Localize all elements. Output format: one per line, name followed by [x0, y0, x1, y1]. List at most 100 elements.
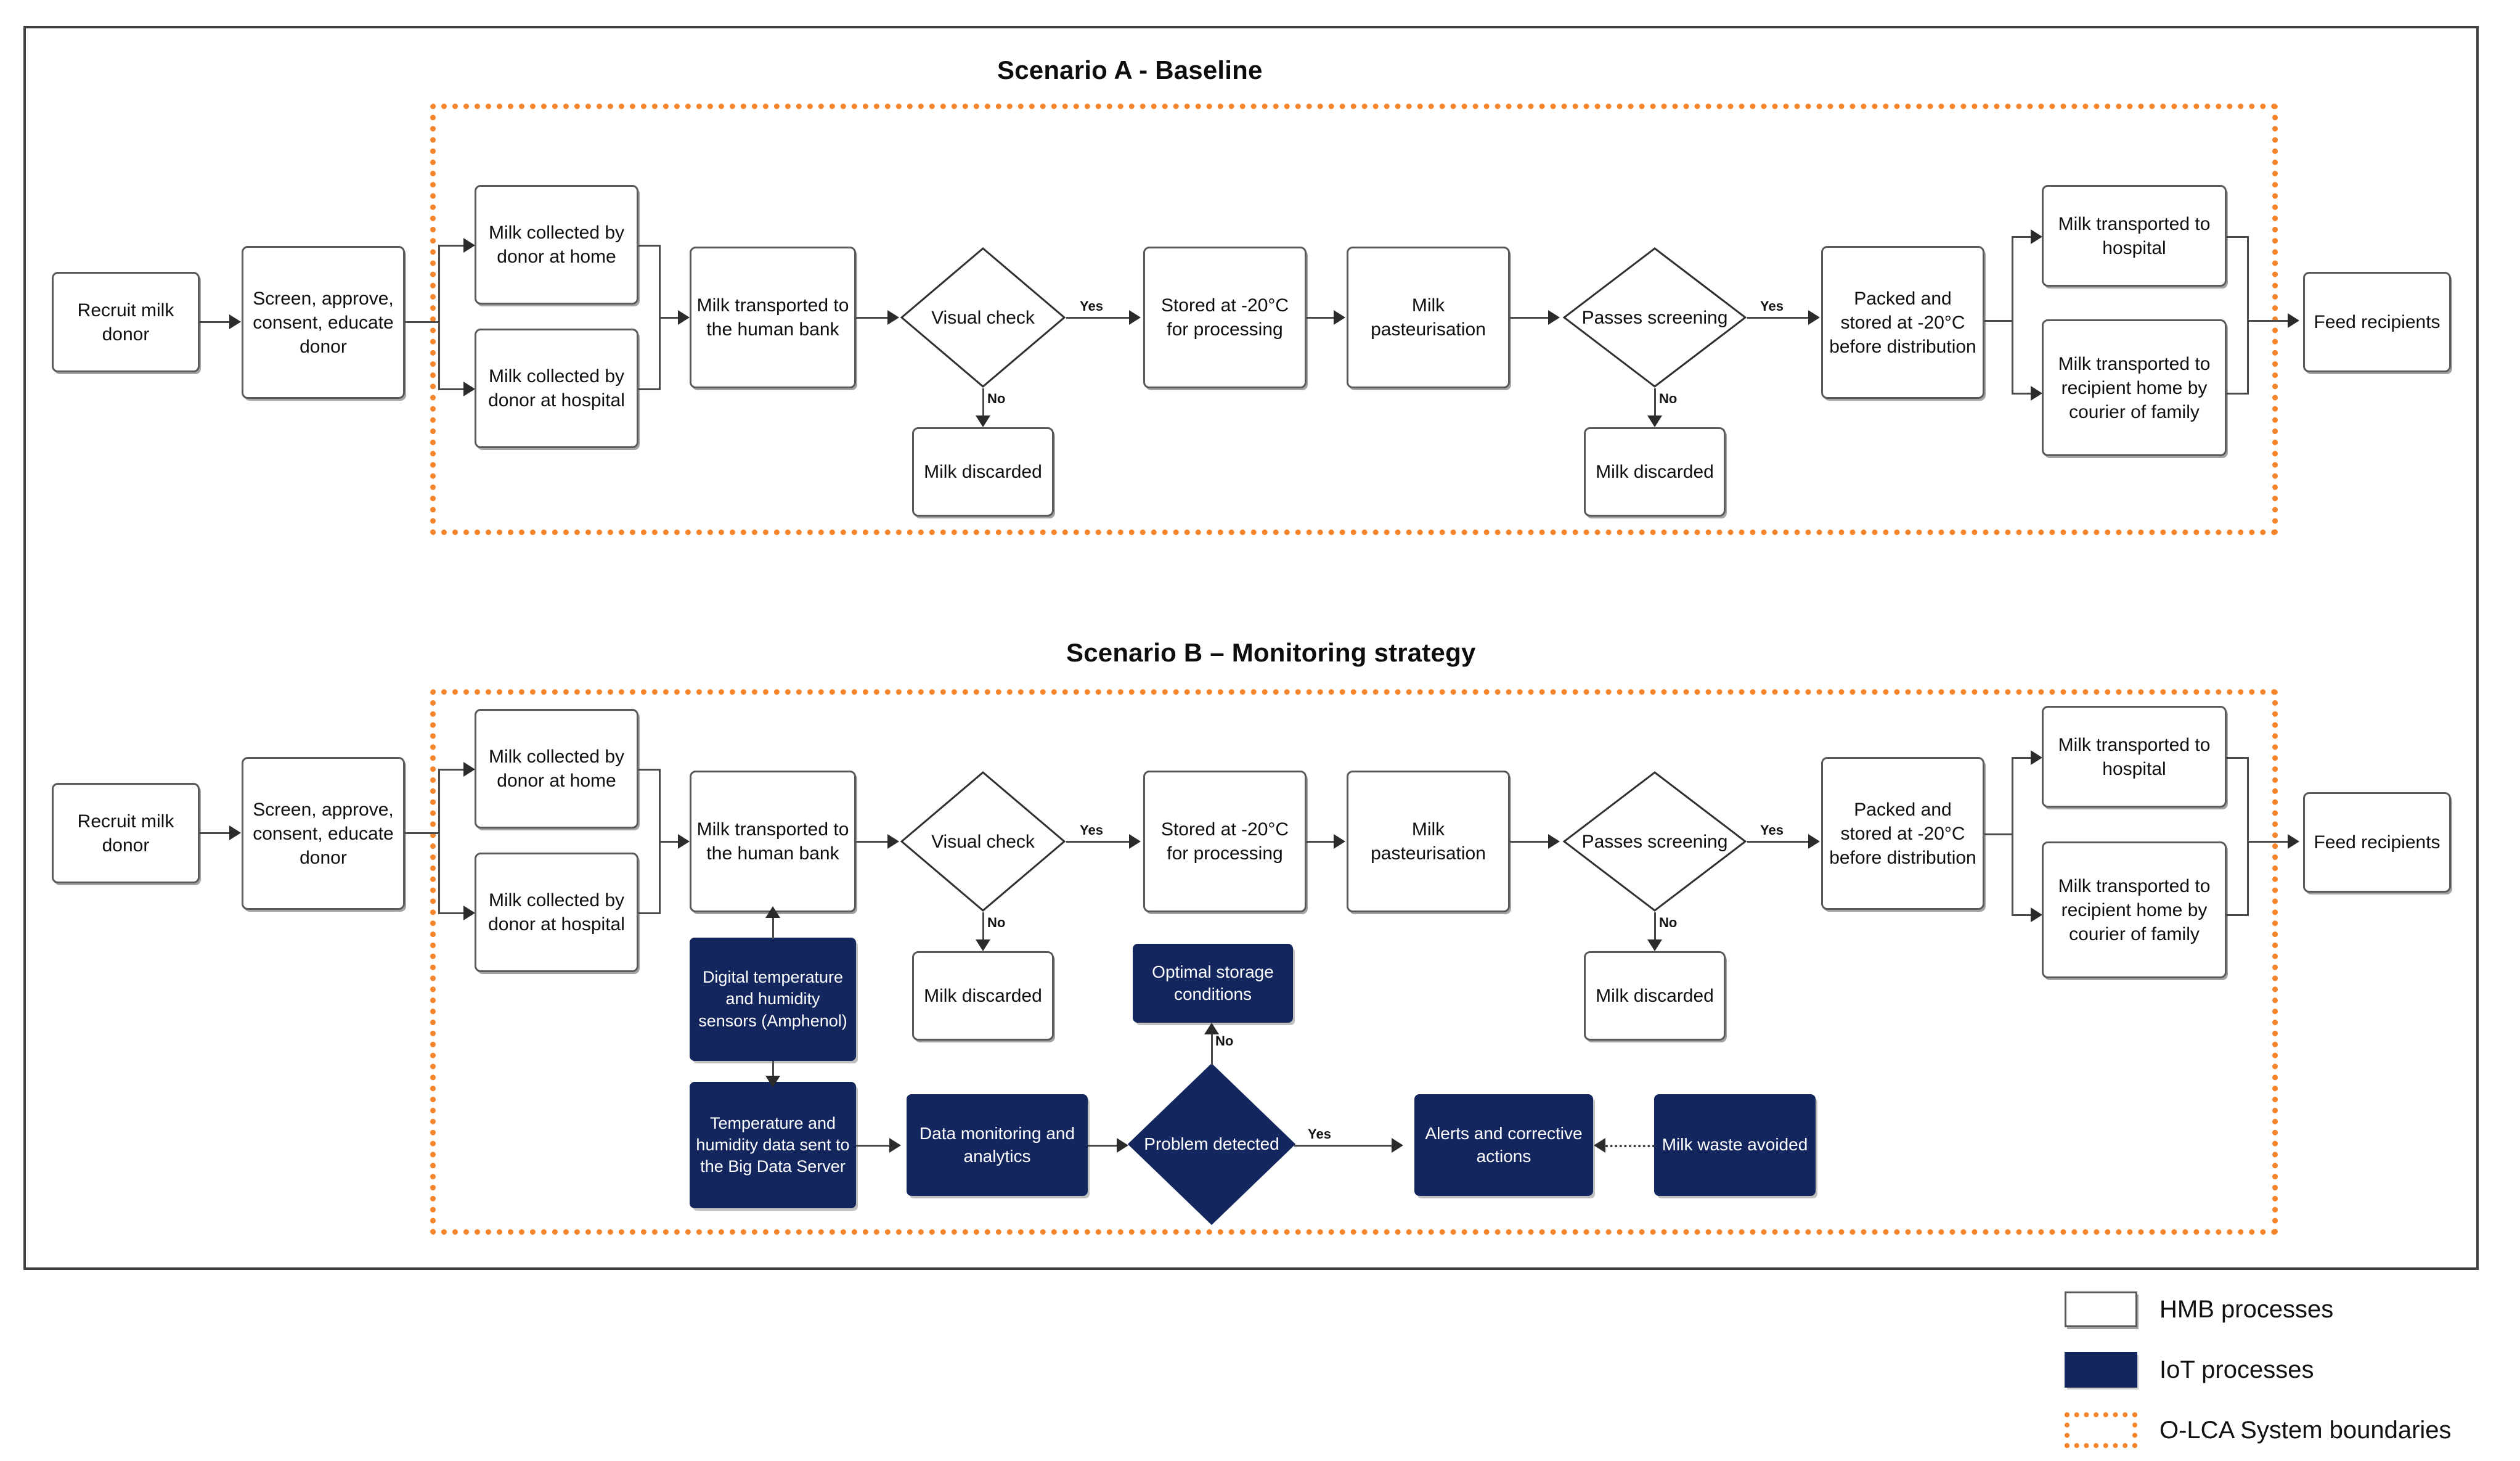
- node-optimal-storage-conditions-b[interactable]: Optimal storage conditions: [1133, 944, 1293, 1023]
- arrowhead: [2031, 229, 2042, 244]
- node-digital-sensors-amphenol-b[interactable]: Digital temperature and humidity sensors…: [690, 938, 856, 1061]
- decision-passes-screening-a[interactable]: Passes screening: [1562, 247, 1747, 388]
- node-alerts-corrective-actions-b[interactable]: Alerts and corrective actions: [1414, 1094, 1593, 1196]
- legend-item-olca: O-LCA System boundaries: [2065, 1412, 2452, 1448]
- node-recruit-milk-donor-b[interactable]: Recruit milk donor: [52, 783, 200, 883]
- arrowhead: [1334, 310, 1345, 325]
- edge-to-collect-hospital-b: [438, 912, 465, 914]
- edge-packed-out-b: [1984, 833, 2013, 835]
- decision-problem-detected-b[interactable]: Problem detected: [1127, 1063, 1296, 1226]
- node-transported-recipient-a[interactable]: Milk transported to recipient home by co…: [2042, 319, 2227, 456]
- edge-screening-no-a: [1654, 388, 1656, 422]
- edge-collect-hosp-out-b: [638, 912, 661, 914]
- node-packed-stored-b[interactable]: Packed and stored at -20°C before distri…: [1821, 757, 1984, 910]
- node-transported-hospital-b[interactable]: Milk transported to hospital: [2042, 706, 2227, 808]
- arrowhead: [678, 834, 690, 849]
- node-stored-minus20-a[interactable]: Stored at -20°C for processing: [1143, 247, 1307, 388]
- edge-bank-to-visual-b: [856, 841, 893, 843]
- node-label: Milk collected by donor at home: [488, 747, 625, 791]
- edge-monitoring-to-problem-b: [1088, 1145, 1122, 1147]
- scenario-a-title: Scenario A - Baseline: [997, 55, 1263, 84]
- node-milk-discarded-visual-b[interactable]: Milk discarded: [912, 951, 1054, 1041]
- node-milk-pasteurisation-a[interactable]: Milk pasteurisation: [1347, 247, 1510, 388]
- node-label: Milk transported to the human bank: [696, 295, 849, 340]
- node-milk-transported-bank-a[interactable]: Milk transported to the human bank: [690, 247, 856, 388]
- node-stored-minus20-b[interactable]: Stored at -20°C for processing: [1143, 771, 1307, 912]
- node-milk-pasteurisation-b[interactable]: Milk pasteurisation: [1347, 771, 1510, 912]
- node-feed-recipients-a[interactable]: Feed recipients: [2303, 272, 2451, 372]
- diagram-outer-frame: [23, 26, 2479, 1270]
- node-big-data-server-b[interactable]: Temperature and humidity data sent to th…: [690, 1082, 856, 1208]
- arrowhead: [1548, 834, 1560, 849]
- arrowhead: [463, 762, 475, 777]
- edge-stored-to-past-b: [1307, 841, 1335, 843]
- node-label: Passes screening: [1581, 831, 1728, 852]
- node-milk-transported-bank-b[interactable]: Milk transported to the human bank: [690, 771, 856, 912]
- node-milk-discarded-screening-b[interactable]: Milk discarded: [1584, 951, 1726, 1041]
- diamond-shape: [1562, 247, 1747, 388]
- node-label: Temperature and humidity data sent to th…: [696, 1113, 850, 1176]
- decision-visual-check-a[interactable]: Visual check: [900, 247, 1066, 388]
- legend-item-hmb: HMB processes: [2065, 1291, 2333, 1327]
- arrowhead: [229, 314, 241, 329]
- node-label: Milk pasteurisation: [1371, 819, 1486, 864]
- node-milk-collected-hospital-b[interactable]: Milk collected by donor at hospital: [475, 853, 638, 972]
- node-screen-approve-a[interactable]: Screen, approve, consent, educate donor: [242, 246, 405, 399]
- arrowhead: [765, 906, 780, 918]
- arrowhead: [1548, 310, 1560, 325]
- node-label: Milk transported to hospital: [2058, 734, 2211, 779]
- node-label: Milk transported to hospital: [2058, 213, 2211, 258]
- edge-merge-feed-a: [2247, 236, 2249, 394]
- arrowhead: [1117, 1138, 1128, 1153]
- node-milk-collected-home-b[interactable]: Milk collected by donor at home: [475, 709, 638, 829]
- node-label: Milk collected by donor at hospital: [488, 890, 625, 935]
- diamond-shape: [900, 247, 1066, 388]
- edge-packed-out-a: [1984, 320, 2013, 322]
- node-milk-collected-hospital-a[interactable]: Milk collected by donor at hospital: [475, 329, 638, 448]
- node-milk-waste-avoided-b[interactable]: Milk waste avoided: [1654, 1094, 1816, 1196]
- edge-hospital-out-b: [2227, 757, 2249, 759]
- edge-past-to-screening-b: [1510, 841, 1549, 843]
- node-label: Milk collected by donor at hospital: [488, 366, 625, 411]
- node-transported-hospital-a[interactable]: Milk transported to hospital: [2042, 185, 2227, 287]
- edge-split-vertical-a: [438, 245, 440, 390]
- node-label: Milk transported to recipient home by co…: [2058, 875, 2211, 944]
- node-feed-recipients-b[interactable]: Feed recipients: [2303, 792, 2451, 893]
- edge-label-screening-yes-a: Yes: [1758, 298, 1786, 314]
- edge-recruit-to-screen-b: [200, 832, 229, 834]
- arrowhead: [463, 382, 475, 396]
- node-milk-discarded-visual-a[interactable]: Milk discarded: [912, 427, 1054, 517]
- arrowhead: [463, 238, 475, 253]
- legend-swatch-hmb-icon: [2065, 1291, 2137, 1327]
- node-transported-recipient-b[interactable]: Milk transported to recipient home by co…: [2042, 841, 2227, 978]
- node-screen-approve-b[interactable]: Screen, approve, consent, educate donor: [242, 757, 405, 910]
- arrowhead: [463, 906, 475, 920]
- legend-label: IoT processes: [2159, 1356, 2314, 1383]
- node-label: Recruit milk donor: [77, 811, 174, 856]
- edge-to-collect-hospital-a: [438, 388, 465, 390]
- node-label: Recruit milk donor: [77, 300, 174, 345]
- node-label: Stored at -20°C for processing: [1160, 295, 1289, 340]
- edge-to-collect-home-b: [438, 769, 465, 771]
- node-recruit-milk-donor-a[interactable]: Recruit milk donor: [52, 272, 200, 372]
- edge-to-recipient-a: [2012, 393, 2033, 395]
- node-milk-collected-home-a[interactable]: Milk collected by donor at home: [475, 185, 638, 305]
- node-label: Visual check: [931, 831, 1035, 852]
- legend-label: HMB processes: [2159, 1295, 2334, 1323]
- node-milk-discarded-screening-a[interactable]: Milk discarded: [1584, 427, 1726, 517]
- edge-packed-split-b: [2012, 757, 2013, 915]
- node-label: Milk transported to the human bank: [696, 819, 849, 864]
- legend: HMB processes IoT processes O-LCA System…: [2065, 1291, 2496, 1452]
- edge-sensors-to-bigdata-b: [772, 1061, 774, 1083]
- decision-visual-check-b[interactable]: Visual check: [900, 771, 1066, 912]
- edge-screening-yes-a: [1747, 317, 1815, 319]
- decision-passes-screening-b[interactable]: Passes screening: [1562, 771, 1747, 912]
- edge-split-vertical-b: [438, 769, 440, 914]
- node-data-monitoring-analytics-b[interactable]: Data monitoring and analytics: [907, 1094, 1088, 1196]
- arrowhead: [765, 1076, 780, 1087]
- diamond-shape: [1127, 1063, 1296, 1226]
- node-packed-stored-a[interactable]: Packed and stored at -20°C before distri…: [1821, 246, 1984, 399]
- edge-bank-to-visual-a: [856, 317, 893, 319]
- arrowhead: [1204, 1023, 1219, 1034]
- edge-packed-split-a: [2012, 236, 2013, 394]
